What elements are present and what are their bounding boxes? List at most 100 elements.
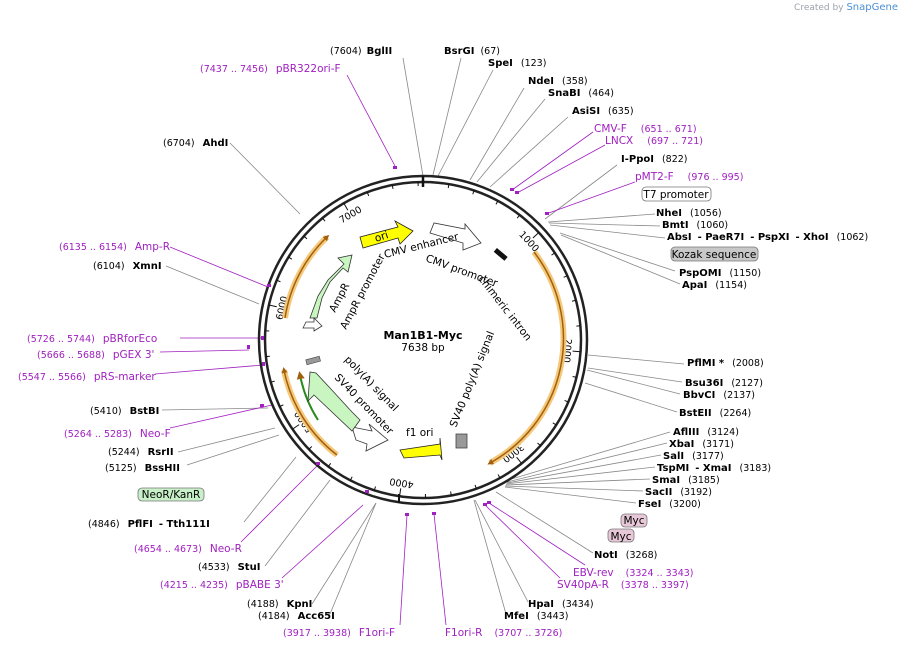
svg-text:FseI(3200): FseI(3200) xyxy=(638,499,701,510)
boxed-features: T7 promoter Kozak sequence Myc Myc NeoR/… xyxy=(137,186,759,543)
scale-tick-label: 4000 xyxy=(389,475,415,489)
svg-text:SmaI(3185): SmaI(3185) xyxy=(652,475,720,486)
svg-text:(5666 .. 5688)pGEX 3': (5666 .. 5688)pGEX 3' xyxy=(37,349,154,361)
enzyme-pos: (2264) xyxy=(720,408,752,419)
svg-text:BsrGI(67): BsrGI(67) xyxy=(444,46,500,57)
svg-text:AsiSI(635): AsiSI(635) xyxy=(572,106,634,117)
enzyme-name: TspMI xyxy=(657,463,689,474)
primer-marks xyxy=(247,166,549,516)
svg-text:(4215 .. 4235)pBABE 3': (4215 .. 4235)pBABE 3' xyxy=(160,579,284,591)
primer-range: (3378 .. 3397) xyxy=(621,580,689,591)
scale-tick xyxy=(292,424,300,430)
svg-text:I-PpoI(822): I-PpoI(822) xyxy=(621,154,688,165)
svg-text:AflIII(3124): AflIII(3124) xyxy=(673,427,739,438)
svg-text:EBV-rev(3324 .. 3343): EBV-rev (3324 .. 3343) xyxy=(573,567,694,579)
svg-text:BbvCI(2137): BbvCI(2137) xyxy=(683,390,755,401)
primer-range: (697 .. 721) xyxy=(647,136,703,147)
inner-features xyxy=(302,220,508,461)
enzyme-name: - XhoI xyxy=(796,232,829,243)
enzyme-pos: (3200) xyxy=(669,499,701,510)
scale-tick xyxy=(276,279,281,283)
primer-name: pRS-marker xyxy=(94,371,157,383)
neor-kanr-label: NeoR/KanR xyxy=(142,489,201,501)
svg-text:(6104)XmnI: (6104)XmnI xyxy=(93,261,162,272)
scale-tick xyxy=(327,462,332,467)
svg-text:MfeI(3443): MfeI(3443) xyxy=(504,611,568,622)
svg-text:pMT2-F(976 .. 995): pMT2-F (976 .. 995) xyxy=(635,171,743,183)
primer-name: SV40pA-R xyxy=(557,579,609,591)
enzyme-name: AsiSI xyxy=(572,106,600,117)
primer-range: (3324 .. 3343) xyxy=(626,568,694,579)
scale-tick xyxy=(564,400,569,403)
svg-text:(4533)StuI: (4533) StuI xyxy=(198,562,260,573)
enzyme-name: AhdI xyxy=(203,138,229,149)
enzyme-name: SnaBI xyxy=(548,88,580,99)
enzyme-labels: (7604)BglII BsrGI(67) SpeI(123) NdeI(358… xyxy=(88,46,868,622)
scale-tick xyxy=(563,275,568,278)
enzyme-pos: (5410) xyxy=(90,406,122,417)
enzyme-pos: (1150) xyxy=(729,268,761,279)
svg-text:(5547 .. 5566)pRS-marker: (5547 .. 5566)pRS-marker xyxy=(18,371,156,383)
svg-text:(5125)BssHII: (5125)BssHII xyxy=(105,463,180,474)
svg-text:SpeI(123): SpeI(123) xyxy=(488,58,546,69)
enzyme-pos: (1062) xyxy=(837,232,869,243)
svg-text:(4654 .. 4673)Neo-R: (4654 .. 4673) Neo-R xyxy=(134,543,242,555)
plasmid-size: 7638 bp xyxy=(401,342,445,354)
scale-tick xyxy=(497,474,501,479)
f1-ori-label: f1 ori xyxy=(406,427,433,439)
scale-tick xyxy=(270,380,275,383)
svg-text:PspOMI(1150): PspOMI (1150) xyxy=(679,268,761,279)
svg-text:BstEII(2264): BstEII(2264) xyxy=(679,408,751,419)
enzyme-name: - PspXI xyxy=(750,232,789,243)
svg-text:(5726 .. 5744)pBRforEco: (5726 .. 5744)pBRforEco xyxy=(27,333,157,345)
scale-tick xyxy=(516,456,522,464)
orf-arcs xyxy=(281,234,567,466)
enzyme-pos: (1154) xyxy=(715,280,747,291)
enzyme-name: Acc65I xyxy=(298,611,335,622)
svg-text:XbaI(3171): XbaI(3171) xyxy=(669,439,734,450)
svg-text:NotI(3268): NotI(3268) xyxy=(594,550,657,561)
enzyme-pos: (1056) xyxy=(690,208,722,219)
myc-label-1: Myc xyxy=(623,515,644,527)
svg-text:(3917 .. 3938)F1ori-F: (3917 .. 3938)F1ori-F xyxy=(283,627,395,639)
primer-name: pGEX 3' xyxy=(113,349,155,361)
scale-tick xyxy=(552,422,557,426)
svg-text:PflMI *(2008): PflMI *(2008) xyxy=(687,358,764,369)
scale-tick xyxy=(572,350,581,353)
enzyme-pos: (4184) xyxy=(258,611,290,622)
scale-tick xyxy=(303,235,308,240)
enzyme-pos: (4533) xyxy=(198,562,230,573)
sv40-promoter-arrow xyxy=(351,423,389,452)
primer-range: (651 .. 671) xyxy=(641,124,697,135)
enzyme-name: XmnI xyxy=(133,261,162,272)
enzyme-pos: (822) xyxy=(662,154,688,165)
svg-text:SacII(3192): SacII(3192) xyxy=(645,487,712,498)
primer-name: Neo-R xyxy=(210,543,242,555)
enzyme-name: StuI xyxy=(238,562,261,573)
enzyme-pos: (3192) xyxy=(680,487,712,498)
snapgene-logo: SnapGene xyxy=(846,2,898,13)
primer-range: (6135 .. 6154) xyxy=(59,242,127,253)
snapgene-credit: Created by SnapGene xyxy=(794,2,898,13)
primer-range: (4654 .. 4673) xyxy=(134,544,202,555)
primer-name: Amp-R xyxy=(135,241,170,253)
primer-name: Neo-F xyxy=(140,428,171,440)
primer-range: (3707 .. 3726) xyxy=(494,628,562,639)
primer-range: (976 .. 995) xyxy=(688,172,744,183)
scale-tick xyxy=(450,491,452,496)
primer-name: EBV-rev xyxy=(573,567,614,579)
myc-label-2: Myc xyxy=(610,531,631,543)
enzyme-name: PspOMI xyxy=(679,268,721,279)
enzyme-pos: (3171) xyxy=(702,439,734,450)
plasmid-name: Man1B1-Myc xyxy=(383,329,462,342)
enzyme-name: NotI xyxy=(594,550,618,561)
scale-tick xyxy=(268,304,277,308)
enzyme-pos: (2137) xyxy=(723,390,755,401)
scale-tick xyxy=(537,442,541,447)
ampr-promoter-arrow xyxy=(302,317,323,332)
enzyme-name: BstBI xyxy=(130,406,160,417)
scale-tick xyxy=(366,191,370,197)
primer-name: pMT2-F xyxy=(635,171,674,183)
svg-text:(7437 .. 7456)pBR322ori-F: (7437 .. 7456)pBR322ori-F xyxy=(200,63,341,75)
primer-range: (5264 .. 5283) xyxy=(64,429,132,440)
